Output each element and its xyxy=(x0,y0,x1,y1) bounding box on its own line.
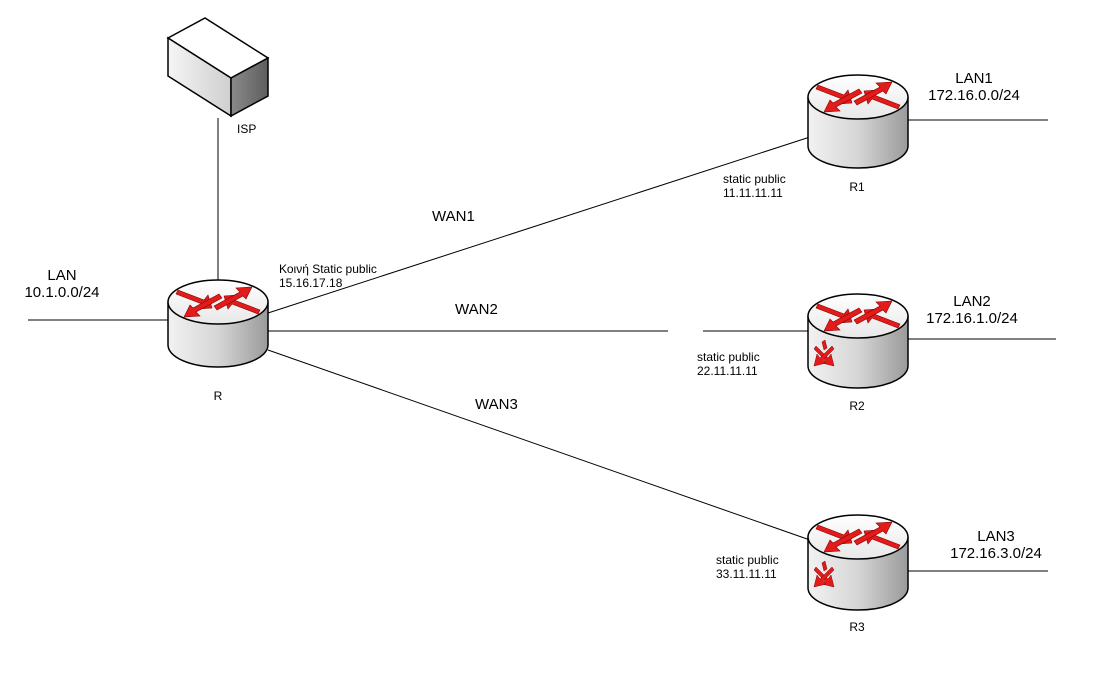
lan3-label: LAN3 172.16.3.0/24 xyxy=(950,528,1042,563)
switch-arrows-icon xyxy=(813,339,835,367)
isp-label: ISP xyxy=(237,122,257,136)
lan-name: LAN xyxy=(47,267,77,284)
r3-public-ip-label: static public 33.11.11.11 xyxy=(716,553,779,582)
r3-public-ip-title: static public xyxy=(716,553,779,567)
wan2-label: WAN2 xyxy=(455,301,498,318)
router-r3-label: R3 xyxy=(849,620,865,634)
r3-public-ip-address: 33.11.11.11 xyxy=(716,566,777,581)
r-public-ip-title: Κοινή Static public xyxy=(279,262,377,276)
lan-label: LAN 10.1.0.0/24 xyxy=(24,267,99,302)
wan3-label: WAN3 xyxy=(475,396,518,413)
lan1-subnet: 172.16.0.0/24 xyxy=(928,87,1020,105)
router-r-icon xyxy=(167,279,269,368)
r1-public-ip-address: 11.11.11.11 xyxy=(723,185,783,200)
lan2-name: LAN2 xyxy=(953,293,991,310)
lan3-subnet: 172.16.3.0/24 xyxy=(950,545,1042,563)
r-public-ip-address: 15.16.17.18 xyxy=(279,275,343,290)
r1-public-ip-title: static public xyxy=(723,172,786,186)
wan1-label: WAN1 xyxy=(432,208,475,225)
router-r2-label: R2 xyxy=(849,399,865,413)
lan1-label: LAN1 172.16.0.0/24 xyxy=(928,70,1020,105)
r2-public-ip-label: static public 22.11.11.11 xyxy=(697,350,760,379)
r1-public-ip-label: static public 11.11.11.11 xyxy=(723,172,786,201)
router-r2-icon xyxy=(807,293,909,389)
router-r1-label: R1 xyxy=(849,180,865,194)
r2-public-ip-title: static public xyxy=(697,350,760,364)
switch-arrows-icon xyxy=(813,560,835,588)
router-r3-icon xyxy=(807,514,909,611)
lan1-name: LAN1 xyxy=(955,70,993,87)
lan-subnet: 10.1.0.0/24 xyxy=(24,284,100,302)
r2-public-ip-address: 22.11.11.11 xyxy=(697,363,758,378)
router-r1-icon xyxy=(807,74,909,169)
wan1-line xyxy=(267,136,811,314)
r-public-ip-label: Κοινή Static public 15.16.17.18 xyxy=(279,262,377,291)
isp-server-icon xyxy=(166,17,270,118)
router-r-label: R xyxy=(213,389,223,403)
lan2-label: LAN2 172.16.1.0/24 xyxy=(926,293,1018,328)
lan3-name: LAN3 xyxy=(977,528,1015,545)
wan3-line xyxy=(267,349,811,541)
lan2-subnet: 172.16.1.0/24 xyxy=(926,310,1018,328)
